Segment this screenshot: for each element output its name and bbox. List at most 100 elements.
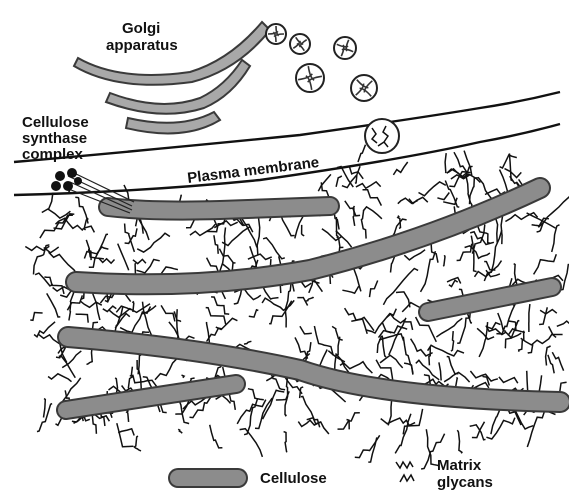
matrix-glycan [451,331,454,351]
matrix-glycan [552,352,563,371]
matrix-glycan [161,305,175,321]
membrane-line-outer [14,92,560,162]
matrix-glycan [356,182,381,189]
matrix-glycan [470,178,478,205]
matrix-glycan [351,319,367,334]
matrix-glycan [295,337,308,358]
matrix-glycan [211,297,229,314]
legend-cellulose-label: Cellulose [260,470,327,487]
matrix-glycan [380,355,403,368]
matrix-glycan [48,374,71,382]
matrix-glycan [443,255,445,266]
golgi-cisterna-3 [126,112,220,133]
matrix-glycan [528,344,533,353]
matrix-glycan [409,197,428,203]
matrix-glycan [416,360,439,380]
matrix-glycan [436,318,462,337]
matrix-glycan [118,429,134,436]
matrix-glycan [47,293,61,317]
matrix-glycan [500,155,517,168]
matrix-glycan [534,254,557,274]
matrix-glycan [370,281,378,298]
matrix-glycan [137,233,170,252]
matrix-glycan [527,410,550,447]
matrix-glycan [186,220,199,228]
matrix-glycan [437,193,449,200]
golgi-vesicle [351,75,377,101]
matrix-glycan [263,390,285,419]
matrix-glycan [439,362,442,380]
matrix-glycan [300,326,312,334]
matrix-glycan [182,375,185,378]
fusing-vesicle [365,119,399,153]
legend-glycans-label-line1: Matrix [437,457,482,474]
matrix-glycan [540,310,557,314]
golgi-cisterna-2 [106,60,250,114]
matrix-glycan [210,425,223,448]
matrix-glycan [190,224,215,235]
matrix-glycan [263,238,285,259]
matrix-glycan [125,224,135,252]
golgi-label-line1: Golgi [122,20,160,37]
csc-label-line1: Cellulose [22,114,89,131]
matrix-glycan [244,341,251,344]
matrix-glycan [358,145,366,162]
plasma-membrane-label: Plasma membrane [186,154,320,187]
matrix-glycan [387,314,405,323]
matrix-glycan [445,153,446,173]
matrix-glycan [505,169,522,178]
matrix-glycan [552,225,560,252]
matrix-glycan [117,423,134,447]
matrix-glycan [249,310,258,317]
matrix-glycan [486,418,515,439]
matrix-glycan [336,176,342,187]
matrix-glycan [361,210,366,239]
matrix-glycan [499,377,518,383]
matrix-glycan [40,215,73,238]
matrix-glycan [487,323,500,329]
csc-label-line2: synthase [22,130,87,147]
matrix-glycan [318,174,331,191]
matrix-glycan [314,326,333,355]
matrix-glycan [457,430,462,453]
matrix-glycan [529,304,530,332]
cellulose-microfibril-1-fill [108,206,330,211]
matrix-glycan [302,225,305,236]
matrix-glycan [248,389,264,400]
golgi-vesicle [290,34,310,54]
vesicles [266,24,377,101]
matrix-glycan [363,190,382,206]
matrix-glycan [305,297,313,301]
matrix-glycan [269,301,292,324]
golgi-vesicle [266,24,286,44]
matrix-glycan [81,301,102,307]
matrix-glycan [178,429,182,433]
matrix-glycan [383,269,418,305]
matrix-glycan [335,337,340,373]
matrix-glycan [404,363,413,374]
matrix-glycan [342,286,358,293]
matrix-glycan [30,313,42,321]
matrix-glycan [381,418,415,425]
matrix-glycan [44,277,64,294]
matrix-glycan [538,197,569,228]
legend: Cellulose Matrix glycans [178,457,493,491]
matrix-glycan [383,337,387,357]
matrix-glycan [118,244,129,271]
matrix-glycan [521,334,556,345]
matrix-glycan [345,201,360,216]
legend-glycan-icon [396,462,414,482]
matrix-glycan [297,298,307,306]
matrix-glycan [76,314,89,323]
matrix-glycan [214,235,218,254]
matrix-glycan [393,162,407,175]
matrix-glycan [505,213,537,222]
matrix-glycan [332,326,342,340]
golgi-label-line2: apparatus [106,37,178,54]
matrix-glycan [428,345,464,356]
matrix-glycan [128,367,132,389]
legend-glycans-label-line2: glycans [437,474,493,491]
matrix-glycan [34,322,55,337]
